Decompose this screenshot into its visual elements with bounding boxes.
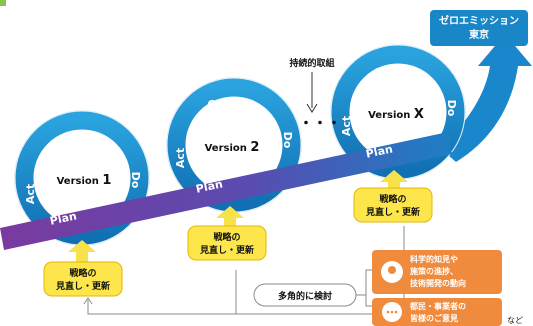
version-label: Version 1 xyxy=(57,173,112,188)
review-box-line1: 戦略の xyxy=(379,193,406,205)
opinion-input-box xyxy=(372,298,502,326)
bubble-dot xyxy=(394,310,398,314)
science-input-box xyxy=(372,250,502,294)
plan-label: Plan xyxy=(365,142,394,160)
science-input-line3: 技術開発の動向 xyxy=(410,278,466,288)
review-box xyxy=(353,187,433,223)
goal-label-line1: ゼロエミッション xyxy=(439,14,519,27)
review-box-line1: 戦略の xyxy=(69,267,96,279)
opinion-input-line2: 皆様のご意見 xyxy=(410,313,458,323)
continuous-effort-label: 持続的取組 xyxy=(289,57,334,69)
check-label: Check xyxy=(373,66,411,79)
cycle-2-labels: Check Do Act Version 2 xyxy=(174,98,294,168)
review-up-arrow xyxy=(68,240,96,264)
review-box-line1: 戦略の xyxy=(213,231,240,243)
review-box xyxy=(187,225,267,261)
plan-band xyxy=(0,132,452,250)
opinion-input-line1: 都民・事業者の xyxy=(409,301,466,311)
review-box-line2: 見直し・更新 xyxy=(199,244,254,256)
review-up-arrow xyxy=(216,206,244,230)
version-label: Version 2 xyxy=(205,140,260,155)
goal-label-line2: 東京 xyxy=(469,28,489,41)
do-label: Do xyxy=(445,100,458,117)
cycle-x-labels: Check Do Act Version X xyxy=(340,66,458,136)
connector-arrowhead xyxy=(83,297,93,305)
plan-label: Plan xyxy=(49,209,78,227)
input-brace xyxy=(356,269,372,307)
check-label: Check xyxy=(63,130,101,143)
review-box-line2: 見直し・更新 xyxy=(55,280,110,292)
review-box-line2: 見直し・更新 xyxy=(365,206,420,218)
continuous-effort-arrowhead xyxy=(306,103,318,113)
do-label: Do xyxy=(129,172,142,189)
science-input-line2: 施策の進捗、 xyxy=(410,266,458,276)
lightbulb-glyph xyxy=(388,266,396,274)
act-label: Act xyxy=(24,184,37,204)
review-box xyxy=(43,261,123,297)
etc-label: など xyxy=(507,316,523,325)
connector-line xyxy=(87,270,237,315)
plan-label: Plan xyxy=(195,177,224,195)
corner-mark xyxy=(0,0,6,6)
bubble-dot xyxy=(390,310,394,314)
multi-review-label: 多角的に検討 xyxy=(278,290,332,302)
cycle-1-labels: Check Do Act Version 1 xyxy=(24,130,142,204)
review-up-arrow xyxy=(380,170,408,194)
check-label: Check xyxy=(207,98,245,111)
goal-box xyxy=(430,10,528,46)
science-input-line1: 科学的知見や xyxy=(410,254,458,264)
bubble-dot xyxy=(386,310,390,314)
act-label: Act xyxy=(340,116,353,136)
ellipsis-dots: ・・・ xyxy=(299,116,341,132)
act-label: Act xyxy=(174,148,187,168)
do-label: Do xyxy=(281,132,294,149)
version-label: Version X xyxy=(368,107,424,122)
